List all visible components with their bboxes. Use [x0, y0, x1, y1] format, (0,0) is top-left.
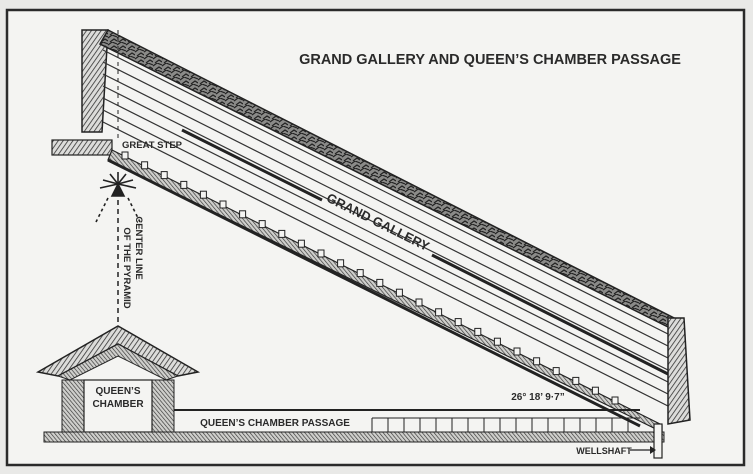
ramp-slot	[552, 367, 560, 376]
ramp-slot	[493, 337, 501, 346]
ramp-slot	[141, 161, 149, 170]
wellshaft-label: WELLSHAFT	[576, 446, 632, 456]
queens-chamber-passage-label: QUEEN’S CHAMBER PASSAGE	[200, 418, 350, 429]
ramp-slot	[454, 318, 462, 327]
ramp-slot	[239, 210, 247, 219]
gallery-stripe-2	[431, 253, 669, 376]
ramp-slot	[435, 308, 443, 317]
lower-end-wall	[667, 317, 691, 425]
diagram-title: GRAND GALLERY AND QUEEN’S CHAMBER PASSAG…	[299, 52, 681, 68]
passage-floor	[43, 431, 665, 443]
ramp-slot	[533, 357, 541, 366]
center-line-label: CENTER LINE	[133, 216, 144, 279]
ramp-slot	[160, 171, 168, 180]
great-step-label: GREAT STEP	[122, 140, 183, 151]
gallery-floor-edge	[107, 158, 641, 428]
ramp-slot	[297, 239, 305, 248]
ramp-slot	[199, 190, 207, 199]
ramp-slot	[337, 259, 345, 268]
wellshaft-arrow-head	[650, 446, 656, 454]
passage-blocks	[371, 417, 640, 432]
angle-label: 26° 18’ 9·7”	[511, 392, 564, 403]
gallery-stripe	[181, 128, 323, 202]
sunburst-icon	[95, 172, 141, 223]
ramp-slot	[219, 200, 227, 209]
wellshaft-shaft	[653, 423, 663, 459]
ramp-slot	[395, 288, 403, 297]
ramp-slot	[180, 180, 188, 189]
ramp-slot	[278, 229, 286, 238]
ramp-slot	[474, 327, 482, 336]
ramp-slot	[611, 396, 619, 405]
of-the-pyramid-label: OF THE PYRAMID	[121, 227, 132, 308]
ramp-slot	[591, 386, 599, 395]
ramp-slot	[376, 278, 384, 287]
upper-wall	[81, 29, 109, 133]
queens-chamber-left-wall	[61, 379, 85, 433]
great-step-ledge	[51, 139, 113, 156]
ramp-slots	[121, 151, 619, 405]
ramp-slot	[513, 347, 521, 356]
ramp-slot	[317, 249, 325, 258]
ramp-slot	[121, 151, 129, 160]
queens-label: QUEEN’S	[95, 386, 140, 397]
queens-chamber-right-wall	[151, 379, 175, 433]
chamber-label: CHAMBER	[92, 399, 144, 410]
ramp-slot	[356, 269, 364, 278]
corbel-lines	[102, 49, 669, 407]
ramp-slot	[415, 298, 423, 307]
ramp-slot	[572, 376, 580, 385]
ramp-slot	[258, 220, 266, 229]
queens-chamber-room	[83, 379, 153, 433]
